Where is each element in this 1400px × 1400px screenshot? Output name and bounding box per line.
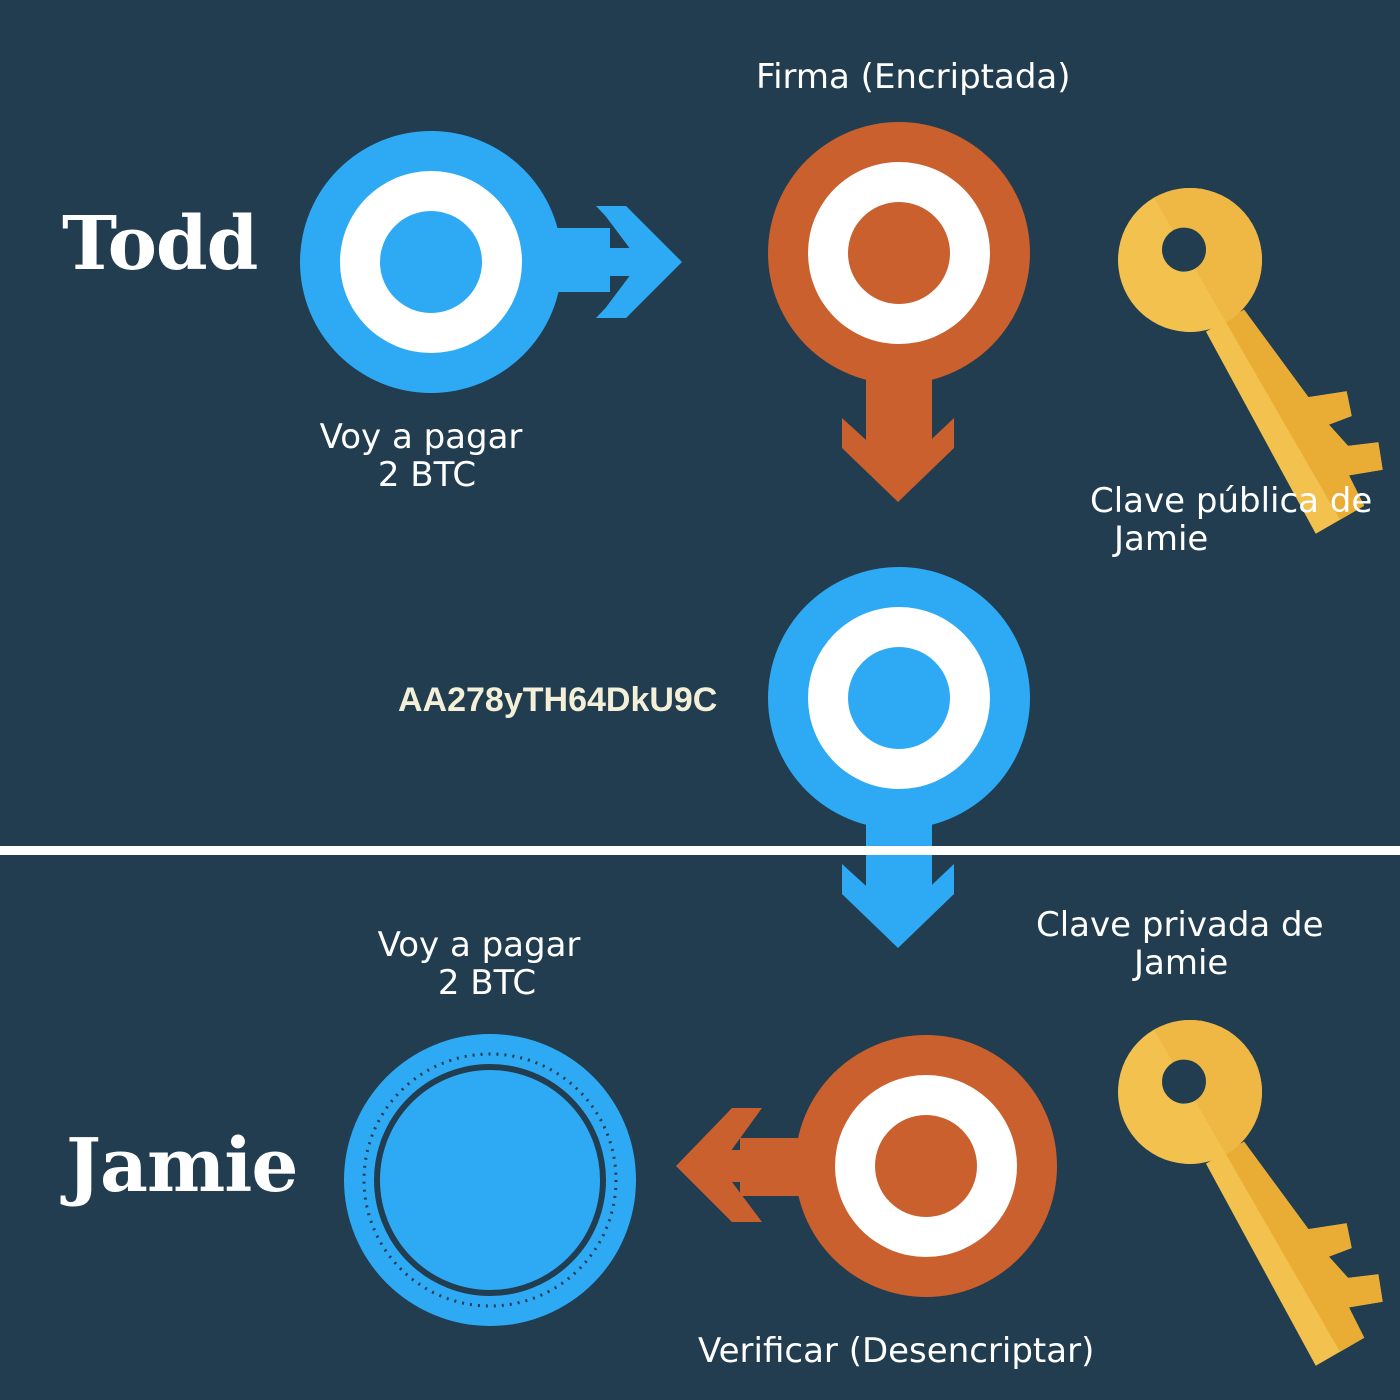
verify-label: Verificar (Desencriptar) bbox=[698, 1331, 1095, 1371]
encrypted-code: AA278yTH64DkU9C bbox=[398, 681, 718, 719]
sender-name: Todd bbox=[62, 201, 258, 287]
public-key-label-line2: Jamie bbox=[1114, 519, 1209, 559]
signature-label: Firma (Encriptada) bbox=[756, 57, 1071, 97]
public-key-label-line1: Clave pública de bbox=[1090, 481, 1373, 521]
receiver-message-line2: 2 BTC bbox=[437, 963, 537, 1003]
orange-ring-arrow-down-icon bbox=[768, 122, 1030, 502]
blue-ring-arrow-down-icon bbox=[768, 567, 1030, 948]
section-divider bbox=[0, 846, 1400, 855]
sender-message-line1: Voy a pagar bbox=[319, 417, 523, 457]
orange-ring-arrow-left-icon bbox=[676, 1035, 1057, 1297]
private-key-label-line1: Clave privada de bbox=[1036, 905, 1324, 945]
receiver-message-line1: Voy a pagar bbox=[377, 925, 581, 965]
private-key-label-line2: Jamie bbox=[1134, 943, 1229, 983]
sender-message-line2: 2 BTC bbox=[377, 455, 477, 495]
gold-key-icon bbox=[1091, 993, 1400, 1388]
blue-coin-icon bbox=[344, 1034, 636, 1326]
blue-ring-arrow-right-icon bbox=[300, 131, 682, 393]
receiver-name: Jamie bbox=[66, 1123, 298, 1209]
